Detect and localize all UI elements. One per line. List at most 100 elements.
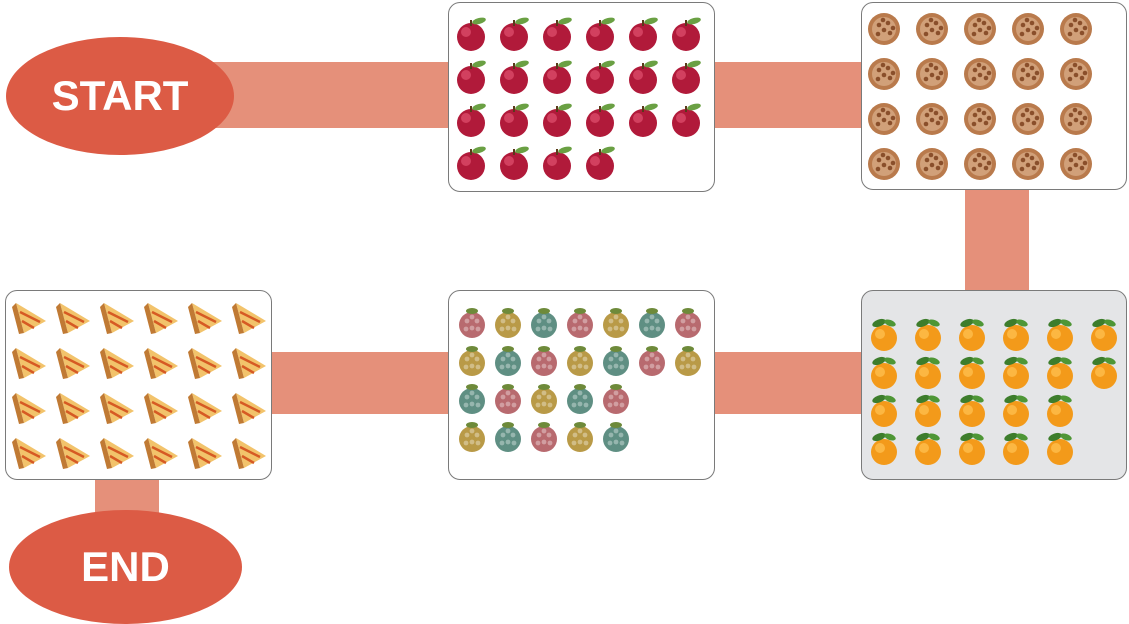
apple-icon xyxy=(586,103,615,137)
berry-icon xyxy=(567,308,593,338)
apple-icon xyxy=(586,17,615,51)
apple-icon xyxy=(500,60,529,94)
pie-slice-icon xyxy=(56,393,90,424)
connector-start-card1 xyxy=(205,62,455,128)
berry-icon xyxy=(567,384,593,414)
orange-icon xyxy=(871,318,897,351)
orange-icon xyxy=(915,318,941,351)
orange-icon xyxy=(959,394,985,427)
card-pie-slices xyxy=(5,290,272,480)
orange-icon xyxy=(915,432,941,465)
berry-icon xyxy=(459,422,485,452)
cookie-icon xyxy=(916,58,948,90)
berry-icon xyxy=(603,308,629,338)
connector-card2-card3 xyxy=(965,186,1029,298)
cookie-icon xyxy=(868,148,900,180)
orange-icon xyxy=(871,432,897,465)
berry-icon xyxy=(531,422,557,452)
orange-icon xyxy=(915,394,941,427)
orange-icon xyxy=(1003,356,1029,389)
card-oranges xyxy=(861,290,1127,480)
start-oval: START xyxy=(6,37,234,155)
connector-card4-card5 xyxy=(268,352,454,414)
orange-icon xyxy=(1091,356,1117,389)
end-oval: END xyxy=(9,510,242,624)
cookie-icon xyxy=(964,58,996,90)
orange-icon xyxy=(1003,432,1029,465)
apples-grid xyxy=(457,17,701,180)
pie-slice-icon xyxy=(56,438,90,469)
berry-icon xyxy=(459,346,485,376)
berry-icon xyxy=(675,308,701,338)
pie-slice-icon xyxy=(232,393,266,424)
pie-slice-icon xyxy=(188,348,222,379)
apple-icon xyxy=(457,103,486,137)
berry-icon xyxy=(603,384,629,414)
apple-icon xyxy=(586,146,615,180)
apple-icon xyxy=(543,146,572,180)
card-cookies xyxy=(861,2,1127,190)
cookie-icon xyxy=(868,58,900,90)
pie-slice-icon xyxy=(100,303,134,334)
pie-slice-icon xyxy=(12,393,46,424)
cookie-icon xyxy=(1012,58,1044,90)
cookie-icon xyxy=(916,103,948,135)
orange-icon xyxy=(959,356,985,389)
apple-icon xyxy=(543,103,572,137)
cookie-icon xyxy=(1060,103,1092,135)
cookie-icon xyxy=(1060,148,1092,180)
orange-icon xyxy=(1047,394,1073,427)
berry-icon xyxy=(567,346,593,376)
orange-icon xyxy=(1003,394,1029,427)
berry-icon xyxy=(531,308,557,338)
pie-slice-icon xyxy=(188,438,222,469)
berry-icon xyxy=(603,422,629,452)
pie-slice-icon xyxy=(232,303,266,334)
pie-slice-icon xyxy=(188,303,222,334)
cookie-icon xyxy=(916,148,948,180)
pie-slice-icon xyxy=(56,303,90,334)
berry-icon xyxy=(495,422,521,452)
cookie-icon xyxy=(868,13,900,45)
end-label: END xyxy=(81,543,170,590)
pie-slice-icon xyxy=(144,303,178,334)
pie-slice-icon xyxy=(56,348,90,379)
orange-icon xyxy=(871,394,897,427)
apple-icon xyxy=(672,103,701,137)
pie-slice-icon xyxy=(100,393,134,424)
berry-icon xyxy=(675,346,701,376)
pie-slice-icon xyxy=(144,438,178,469)
cookie-icon xyxy=(1060,13,1092,45)
pie-slice-icon xyxy=(12,438,46,469)
orange-icon xyxy=(1047,318,1073,351)
berry-icon xyxy=(495,346,521,376)
apple-icon xyxy=(500,146,529,180)
berry-icon xyxy=(495,308,521,338)
pie-slices-grid xyxy=(12,303,266,469)
card-berries xyxy=(448,290,715,480)
orange-icon xyxy=(1003,318,1029,351)
apple-icon xyxy=(500,103,529,137)
orange-icon xyxy=(871,356,897,389)
berry-icon xyxy=(567,422,593,452)
berry-icon xyxy=(495,384,521,414)
pie-slice-icon xyxy=(12,348,46,379)
apple-icon xyxy=(629,103,658,137)
orange-icon xyxy=(1091,318,1117,351)
start-label: START xyxy=(51,72,189,119)
berry-icon xyxy=(603,346,629,376)
cookies-grid xyxy=(868,13,1092,180)
pie-slice-icon xyxy=(144,348,178,379)
apple-icon xyxy=(457,146,486,180)
pie-slice-icon xyxy=(232,438,266,469)
berry-icon xyxy=(531,384,557,414)
cookie-icon xyxy=(964,103,996,135)
apple-icon xyxy=(543,17,572,51)
orange-icon xyxy=(1047,356,1073,389)
berry-icon xyxy=(639,346,665,376)
cookie-icon xyxy=(1012,148,1044,180)
pie-slice-icon xyxy=(232,348,266,379)
card-apples xyxy=(448,2,715,192)
orange-icon xyxy=(1047,432,1073,465)
cookie-icon xyxy=(868,103,900,135)
